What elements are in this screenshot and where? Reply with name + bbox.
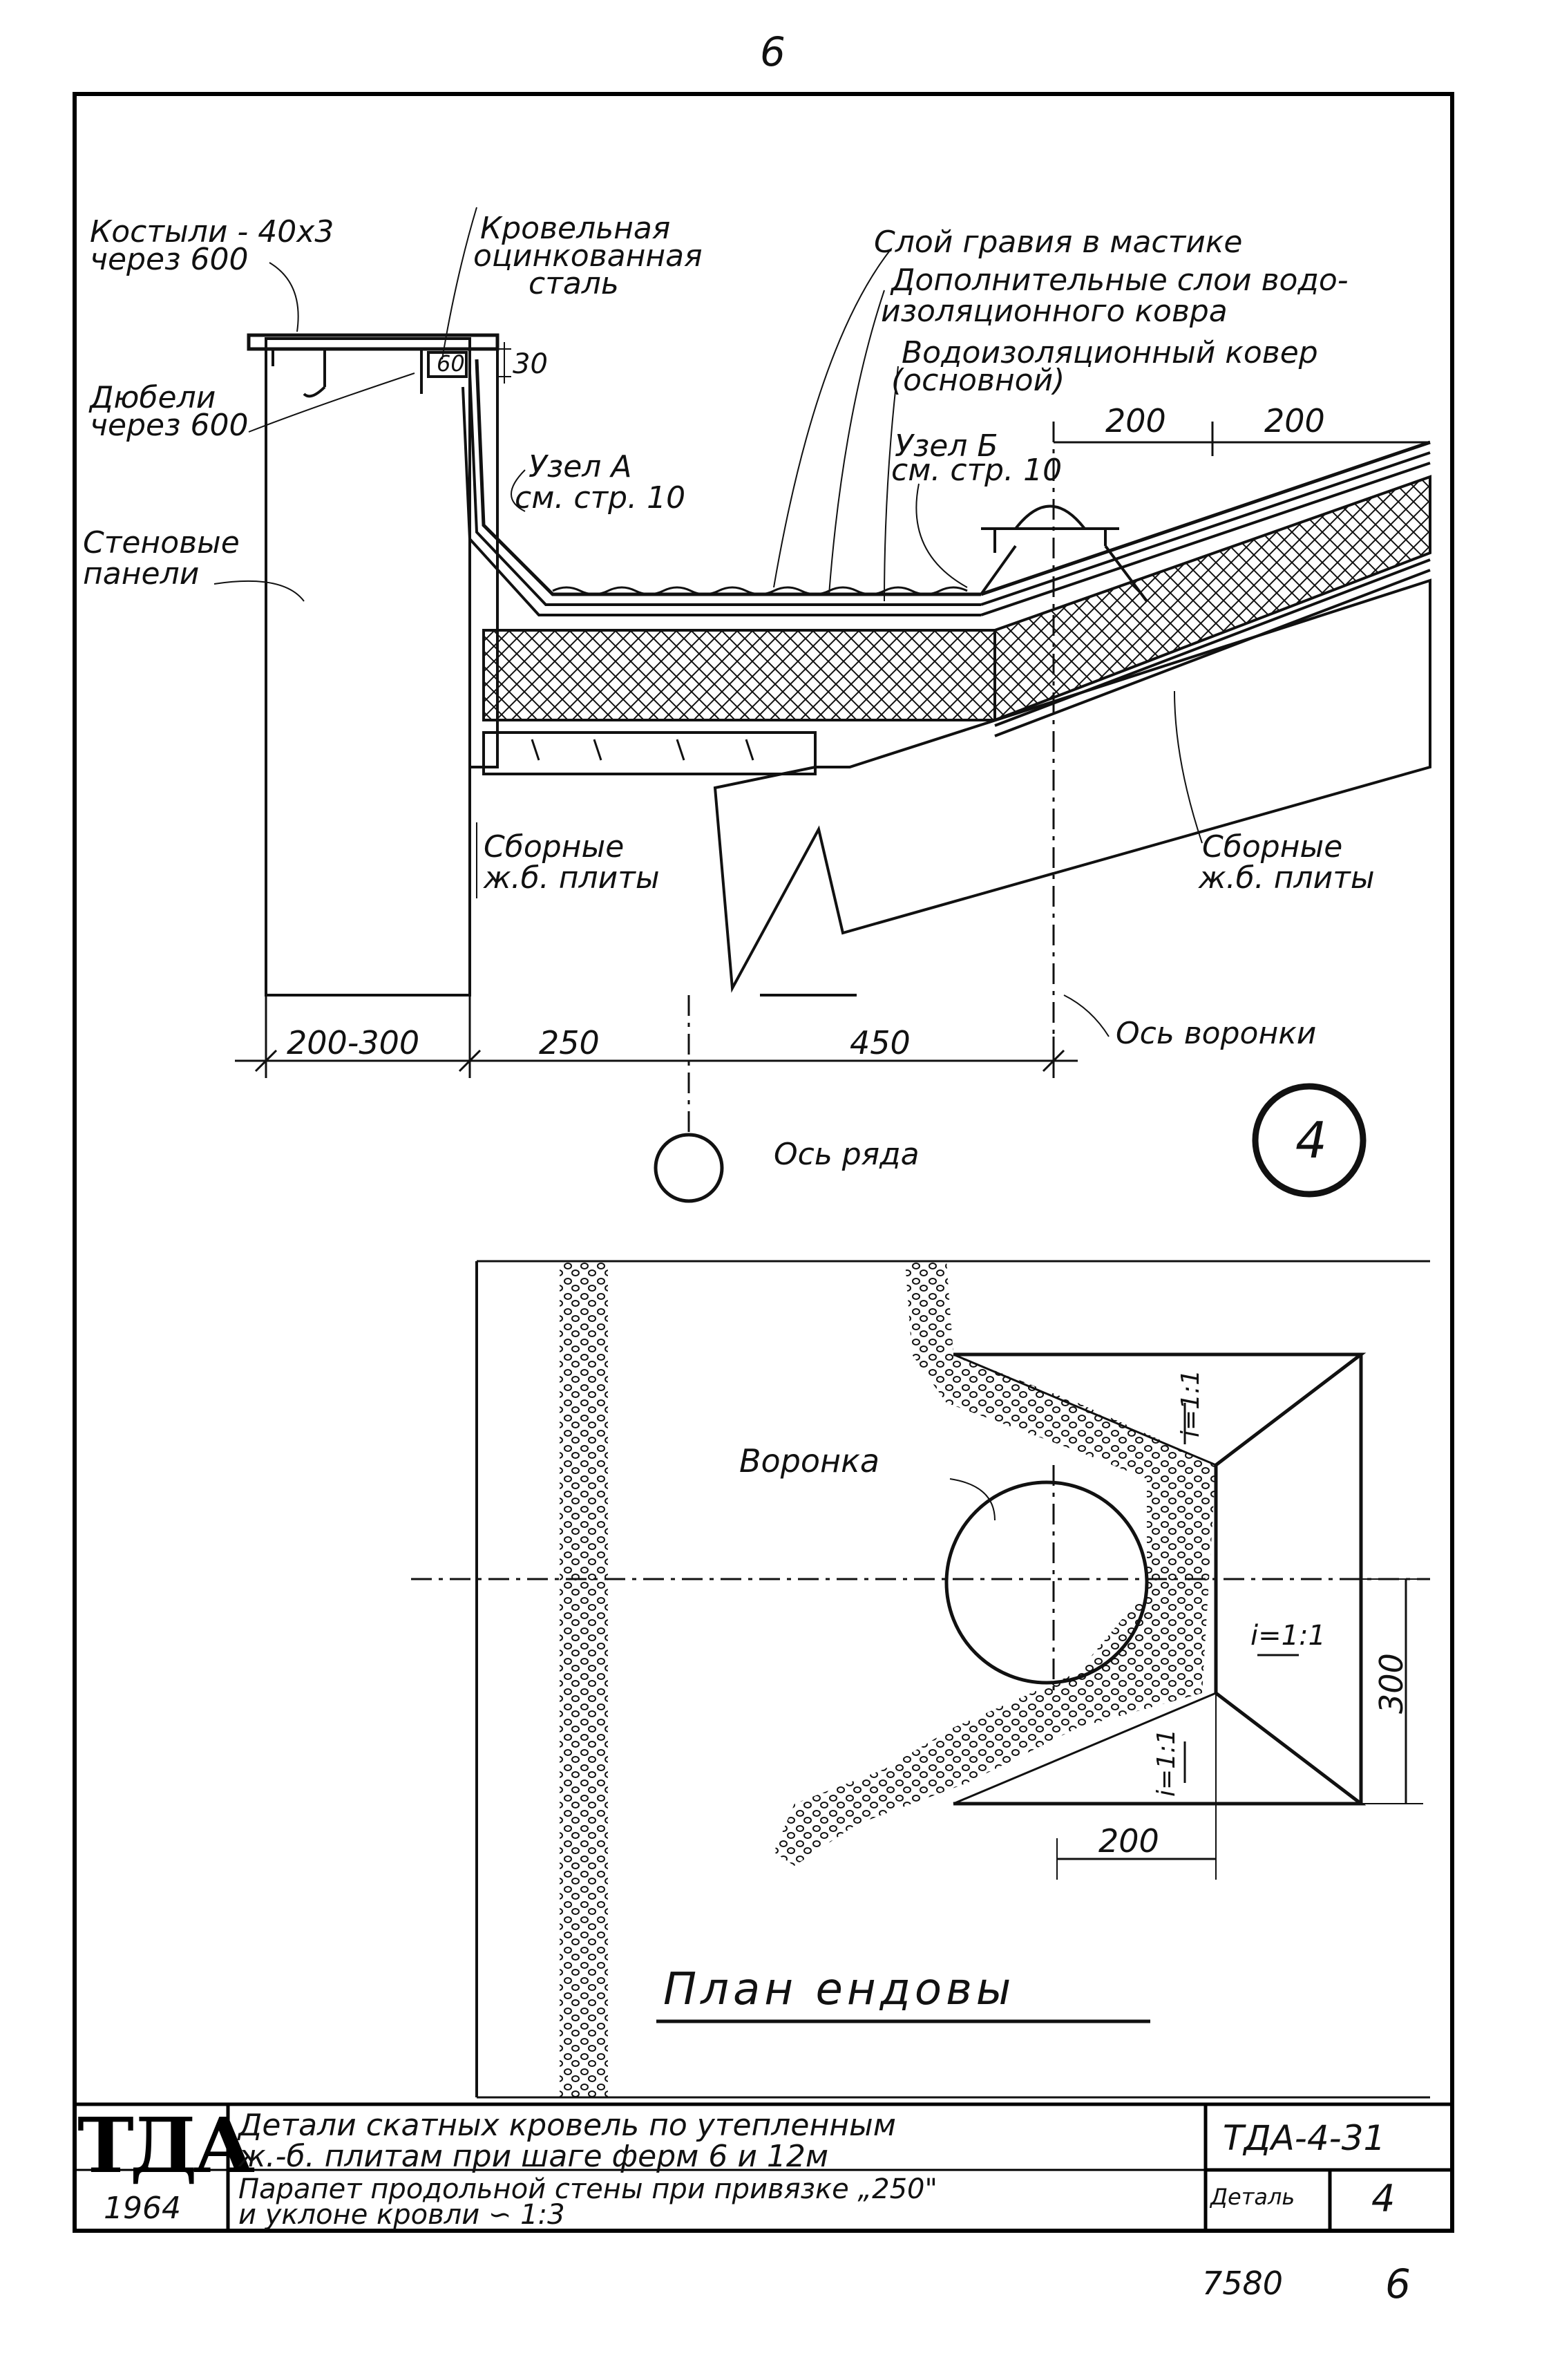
sloped-slab <box>713 578 1431 993</box>
label-dop-sloi: Дополнительные слои водо- <box>890 263 1349 298</box>
tb-code: ТДА-4-31 <box>1223 2118 1386 2158</box>
insulation-flat <box>482 629 996 721</box>
plan-title: План ендовы <box>663 1964 1015 2015</box>
tda-logo: ТДА <box>77 2101 255 2190</box>
label-stenovye: Стеновые <box>83 525 240 560</box>
label-vodoizol-2: (основной) <box>891 363 1065 398</box>
dim-200b: 200 <box>1264 402 1325 440</box>
label-sbornye-right-2: ж.б. плиты <box>1198 860 1375 896</box>
dim-450: 450 <box>850 1024 911 1061</box>
detail-circle <box>1252 1083 1367 1198</box>
tb-detail-label: Деталь <box>1210 2184 1295 2210</box>
os-ryada-circle <box>654 1133 724 1203</box>
plan-dim-200: 200 <box>1098 1822 1159 1860</box>
label-sloy-graviya: Слой гравия в мастике <box>874 225 1242 260</box>
slope-bottom: i=1:1 <box>1152 1729 1181 1797</box>
voronka-circle <box>944 1480 1149 1685</box>
label-dyubeli-2: через 600 <box>90 408 248 443</box>
label-krovelnaya-3: сталь <box>529 266 619 301</box>
label-stenovye-2: панели <box>83 556 199 592</box>
dim-250: 250 <box>539 1024 600 1061</box>
top-page-number: 6 <box>760 28 786 75</box>
tb-subtitle-line1: Парапет продольной стены при привязке „2… <box>238 2173 937 2205</box>
label-kostyli: Костыли - 40х3 <box>90 214 334 249</box>
label-krovelnaya-2: оцинкованная <box>473 238 703 274</box>
insulation-sloped <box>993 475 1431 722</box>
section-view <box>213 207 1431 1203</box>
plan-view <box>411 1260 1430 2099</box>
bottom-page-number: 6 <box>1385 2260 1411 2307</box>
tb-title-line2: ж.-б. плитам при шаге ферм 6 и 12м <box>238 2139 829 2174</box>
slope-top: i=1:1 <box>1177 1370 1205 1437</box>
tb-subtitle-line2: и уклоне кровли ∽ 1:3 <box>238 2199 565 2231</box>
title-block <box>75 2102 1452 2231</box>
plan-dim-300: 300 <box>1373 1653 1410 1714</box>
label-os-ryada: Ось ряда <box>774 1137 920 1172</box>
label-krovelnaya: Кровельная <box>480 211 670 246</box>
plan-labels: Воронка i=1:1 i=1:1 i=1:1 300 200 План е… <box>663 1370 1410 2015</box>
section-labels: Костыли - 40х3 через 600 Кровельная оцин… <box>83 211 1375 1172</box>
tb-year: 1964 <box>104 2191 181 2226</box>
dim-30: 30 <box>513 348 548 380</box>
label-uzel-b: Узел Б <box>895 428 998 464</box>
section-dims: 60 30 200 200 200-300 250 450 4 <box>287 348 1327 1169</box>
label-sbornye-right: Сборные <box>1202 829 1342 865</box>
archive-number: 7580 <box>1202 2265 1283 2302</box>
gravel-funnel <box>774 1261 1216 1866</box>
dim-200-300: 200-300 <box>287 1024 419 1061</box>
flat-slab <box>482 731 817 775</box>
label-uzel-b-2: см. стр. 10 <box>891 453 1062 488</box>
page-numbers: 6 7580 6 <box>760 28 1411 2307</box>
sheet-frame <box>73 92 1454 2233</box>
gravel-strip <box>560 1261 608 2097</box>
label-dop-sloi-2: изоляционного ковра <box>881 294 1228 329</box>
label-sbornye-left-2: ж.б. плиты <box>483 860 660 896</box>
label-os-voronki: Ось воронки <box>1116 1016 1316 1051</box>
dim-200a: 200 <box>1105 402 1166 440</box>
label-uzel-a-2: см. стр. 10 <box>515 480 685 516</box>
wall-panel <box>265 337 471 997</box>
label-sbornye-left: Сборные <box>484 829 624 865</box>
funnel-cap <box>981 527 1119 553</box>
plan-voronka: Воронка <box>739 1442 879 1480</box>
detail-number: 4 <box>1295 1111 1327 1169</box>
tb-detail-value: 4 <box>1371 2177 1396 2220</box>
label-vodoizol: Водоизоляционный ковер <box>902 335 1318 370</box>
label-dyubeli: Дюбели <box>88 380 216 415</box>
label-uzel-a: Узел А <box>529 449 632 484</box>
tb-title-line1: Детали скатных кровель по утепленным <box>238 2108 896 2143</box>
label-kostyli-2: через 600 <box>90 242 248 277</box>
dim-60: 60 <box>437 350 465 377</box>
slope-mid: i=1:1 <box>1250 1620 1326 1652</box>
